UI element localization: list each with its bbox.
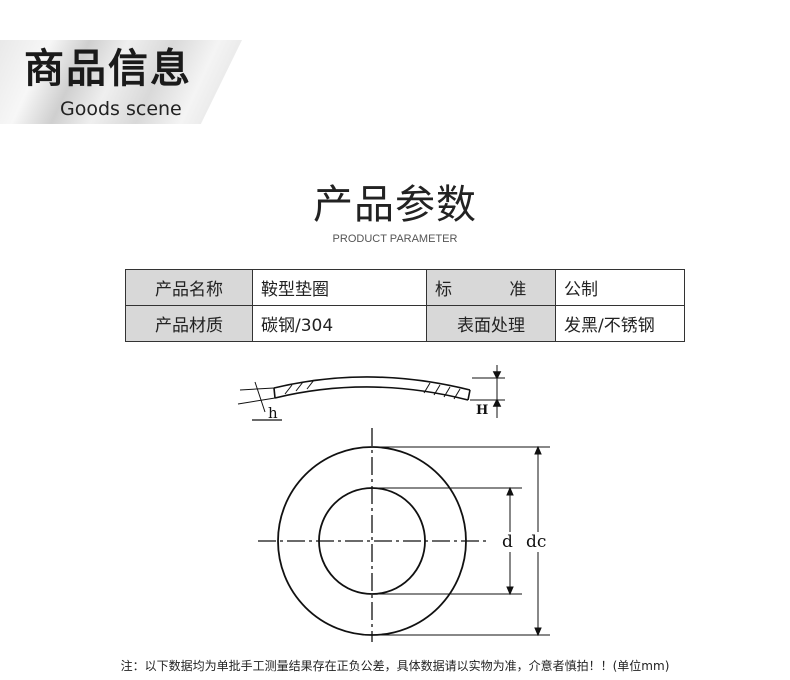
footer-note: 注：以下数据均为单批手工测量结果存在正负公差，具体数据请以实物为准，介意者慎拍！…	[120, 659, 670, 673]
parameter-table: 产品名称 鞍型垫圈 标 准 公制 产品材质 碳钢/304 表面处理 发黑/不锈钢	[125, 269, 685, 342]
h-dim-slant	[254, 381, 266, 413]
washer-diagram: h H d dc	[237, 365, 550, 642]
side-view	[237, 365, 505, 421]
header-title: 商品信息	[24, 46, 192, 92]
param-standard-label: 标 准	[426, 269, 556, 306]
profile-right-end	[467, 389, 471, 401]
section-subtitle: PRODUCT PARAMETER	[332, 233, 458, 245]
param-material-label: 产品材质	[125, 305, 253, 342]
profile-hatching	[284, 379, 461, 400]
header-subtitle: Goods scene	[60, 98, 182, 120]
table-row: 产品材质 碳钢/304 表面处理 发黑/不锈钢	[125, 305, 685, 342]
label-dc: dc	[526, 532, 546, 552]
param-surface-label: 表面处理	[426, 305, 556, 342]
section-title: 产品参数	[313, 182, 477, 228]
param-surface-value: 发黑/不锈钢	[555, 305, 685, 342]
header-banner	[0, 40, 242, 124]
d-arrow-top	[506, 486, 514, 496]
label-h: h	[268, 404, 278, 422]
top-view	[258, 428, 550, 642]
profile-top-arc	[273, 376, 471, 391]
H-dim-arrow-top	[492, 371, 502, 380]
profile-bottom-arc	[274, 386, 469, 401]
profile-left-end	[273, 387, 276, 399]
d-arrow-bottom	[506, 586, 514, 596]
dc-arrow-bottom	[534, 627, 542, 637]
dc-arrow-top	[534, 445, 542, 455]
param-name-label: 产品名称	[125, 269, 253, 306]
param-material-value: 碳钢/304	[252, 305, 427, 342]
H-dim-arrow-bottom	[492, 398, 502, 407]
param-standard-value: 公制	[555, 269, 685, 306]
table-row: 产品名称 鞍型垫圈 标 准 公制	[125, 269, 685, 306]
h-dim-bottom	[237, 397, 276, 405]
label-H: H	[476, 403, 488, 418]
label-d: d	[502, 532, 513, 552]
param-name-value: 鞍型垫圈	[252, 269, 427, 306]
